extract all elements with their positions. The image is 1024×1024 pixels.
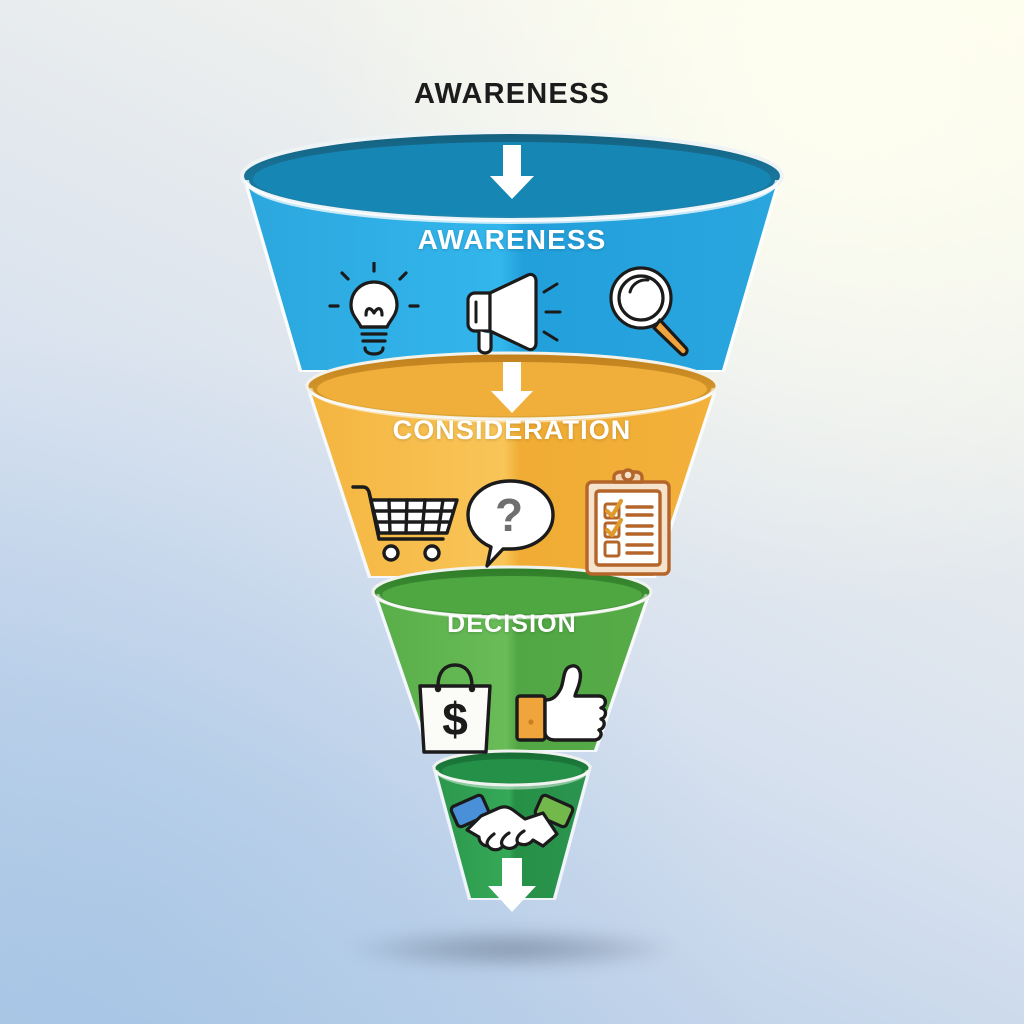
arrow-awareness-to-consideration-icon	[491, 362, 533, 413]
funnel-band-decision[interactable]	[371, 565, 653, 752]
arrow-into-awareness-icon	[490, 145, 534, 199]
funnel-band-conversion[interactable]	[432, 749, 592, 900]
page-title: AWARENESS	[413, 78, 611, 110]
